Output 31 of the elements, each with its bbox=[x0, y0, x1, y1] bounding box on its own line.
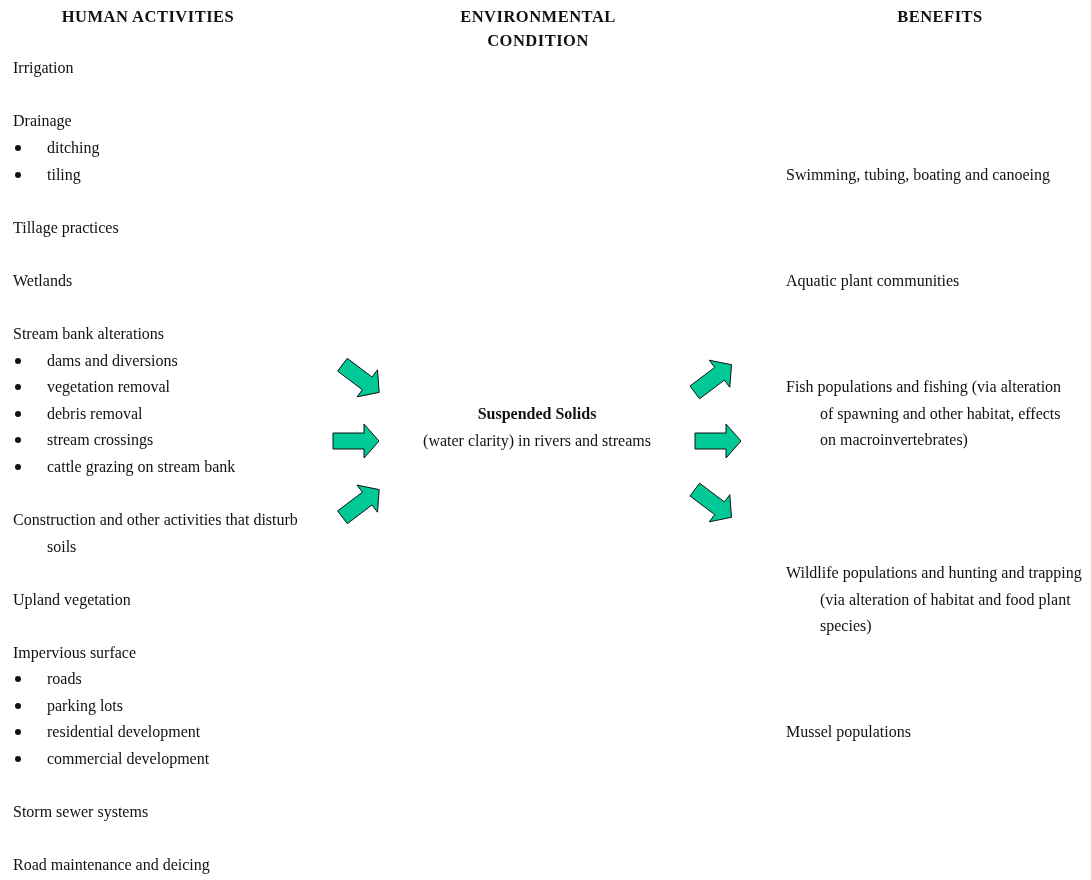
list-item: Impervious surface bbox=[13, 643, 138, 664]
list-item: tiling bbox=[47, 165, 82, 186]
list-item: Aquatic plant communities bbox=[786, 271, 961, 292]
list-item: Stream bank alterations bbox=[13, 324, 166, 344]
list-item: Wildlife populations and hunting and trapping (via alteration of habitat and food plant species) bbox=[786, 563, 1083, 637]
list-item: dams and diversions bbox=[47, 351, 179, 371]
list-item: ditching bbox=[47, 138, 101, 159]
list-item: Drainage bbox=[13, 111, 73, 132]
list-item: Upland vegetation bbox=[13, 590, 132, 611]
list-item: Construction and other activities that disturb soils bbox=[13, 510, 299, 557]
column-heading: BENEFITS bbox=[896, 6, 984, 28]
list-item: Storm sewer systems bbox=[13, 802, 150, 823]
list-item: cattle grazing on stream bank bbox=[47, 457, 237, 478]
list-item: Swimming, tubing, boating and canoeing bbox=[786, 165, 1051, 186]
list-item: roads bbox=[47, 669, 83, 689]
list-item: Wetlands bbox=[13, 271, 74, 291]
list-item: Tillage practices bbox=[13, 218, 120, 239]
list-item: vegetation removal bbox=[47, 377, 172, 398]
column-heading: HUMAN ACTIVITIES bbox=[60, 6, 236, 28]
list-item: residential development bbox=[47, 722, 202, 743]
column-heading: ENVIRONMENTAL CONDITION bbox=[459, 6, 617, 52]
condition-subtitle: (water clarity) in rivers and streams bbox=[422, 430, 652, 452]
list-item: stream crossings bbox=[47, 430, 155, 451]
list-item: parking lots bbox=[47, 696, 124, 717]
list-item: debris removal bbox=[47, 404, 144, 424]
condition-title: Suspended Solids bbox=[476, 404, 598, 425]
list-item: Irrigation bbox=[13, 58, 75, 79]
list-item: Road maintenance and deicing bbox=[13, 855, 211, 876]
list-item: commercial development bbox=[47, 749, 211, 770]
list-item: Mussel populations bbox=[786, 722, 912, 743]
list-item: Fish populations and fishing (via alteration of spawning and other habitat, effects on macroinvertebrates) bbox=[786, 377, 1063, 451]
